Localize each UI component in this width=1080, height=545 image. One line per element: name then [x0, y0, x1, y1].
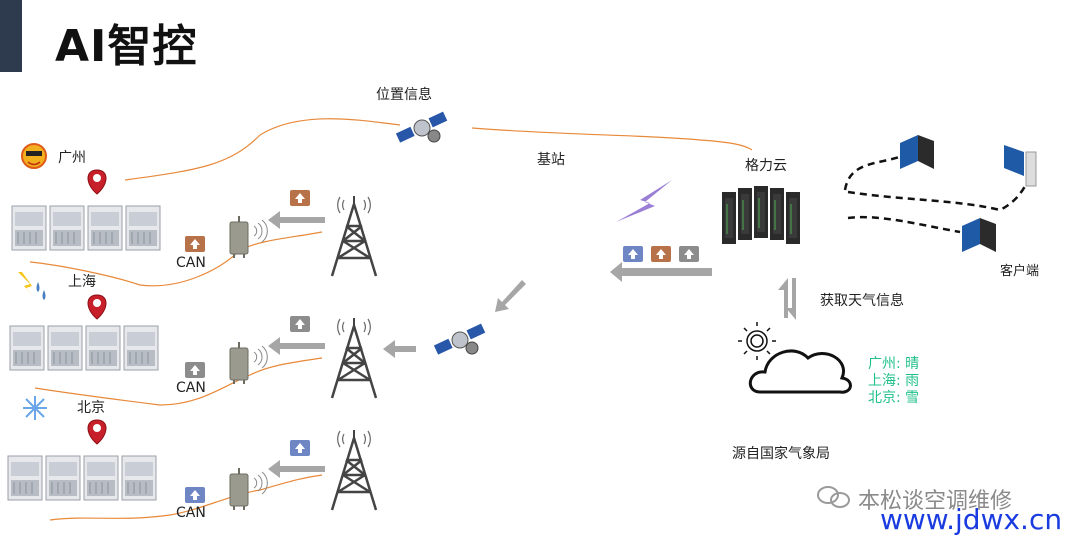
up-arrow-icon: [290, 316, 310, 332]
down-left-arrow-icon: [495, 280, 526, 312]
cell-tower-icon: [330, 194, 378, 278]
city-label-guangzhou: 广州: [58, 150, 86, 166]
link-line: [471, 127, 753, 151]
weather-line-shanghai: 上海: 雨: [868, 373, 920, 389]
ac-unit-group-shanghai: [9, 325, 159, 371]
weather-report: 广州: 晴 上海: 雨 北京: 雪: [868, 356, 919, 407]
up-arrow-icon: [651, 246, 671, 262]
up-arrow-icon: [290, 190, 310, 206]
satellite-icon: [395, 111, 448, 144]
up-arrow-icon: [290, 440, 310, 456]
rain-icon: [18, 272, 46, 300]
left-arrow-icon: [268, 337, 325, 355]
server-rack-icon: [721, 185, 801, 245]
wechat-icon: [817, 486, 850, 508]
left-arrow-icon: [268, 460, 325, 478]
location-pin-icon: [87, 169, 107, 195]
left-arrow-icon: [268, 211, 325, 229]
dtu-module-icon: [229, 215, 269, 259]
satellite-icon: [433, 323, 486, 356]
get-weather-label: 获取天气信息: [820, 293, 904, 309]
up-arrow-icon: [623, 246, 643, 262]
link-line: [34, 357, 323, 406]
up-arrow-icon: [185, 236, 205, 252]
base-station-label: 基站: [537, 152, 565, 168]
city-label-shanghai: 上海: [68, 274, 96, 290]
location-pin-icon: [87, 419, 107, 445]
weather-cloud-icon: [749, 349, 852, 394]
down-arrow-icon: [786, 278, 796, 320]
city-label-beijing: 北京: [77, 400, 105, 416]
watermark-text: 本松谈空调维修: [858, 489, 1013, 514]
client-monitor-icon: [900, 135, 934, 169]
dtu-module-icon: [229, 341, 269, 385]
link-line: [29, 231, 323, 287]
ac-unit-group-guangzhou: [11, 205, 161, 251]
sun-icon: [21, 143, 47, 169]
watermark-url: www.jdwx.cn: [880, 503, 1063, 536]
up-arrow-icon: [185, 362, 205, 378]
location-pin-icon: [87, 294, 107, 320]
wireless-signal-icon: [616, 180, 672, 222]
link-line: [49, 474, 323, 521]
page-title: AI智控: [55, 21, 198, 72]
gree-cloud-label: 格力云: [745, 158, 787, 174]
up-arrow-icon: [185, 487, 205, 503]
can-label: CAN: [176, 255, 206, 271]
client-link-line: [843, 153, 906, 191]
client-link-line: [847, 215, 961, 234]
left-arrow-icon: [610, 262, 712, 282]
weather-line-beijing: 北京: 雪: [868, 390, 920, 406]
cell-tower-icon: [330, 428, 378, 512]
location-info-label: 位置信息: [376, 87, 432, 103]
link-line: [124, 118, 401, 181]
ac-unit-group-beijing: [7, 455, 157, 501]
client-label: 客户端: [1000, 264, 1040, 279]
up-arrow-icon: [679, 246, 699, 262]
weather-sun-icon: [738, 322, 776, 360]
client-link-line: [847, 177, 1032, 212]
client-phone-icon: [1004, 145, 1037, 187]
up-arrow-icon: [778, 278, 788, 318]
client-monitor-icon: [962, 218, 996, 252]
cell-tower-icon: [330, 316, 378, 400]
weather-line-guangzhou: 广州: 晴: [868, 356, 920, 372]
can-label: CAN: [176, 380, 206, 396]
source-label: 源自国家气象局: [732, 446, 830, 462]
left-arrow-icon: [383, 340, 416, 358]
title-accent-bar: [0, 0, 22, 72]
can-label: CAN: [176, 505, 206, 521]
snow-icon: [23, 396, 47, 420]
